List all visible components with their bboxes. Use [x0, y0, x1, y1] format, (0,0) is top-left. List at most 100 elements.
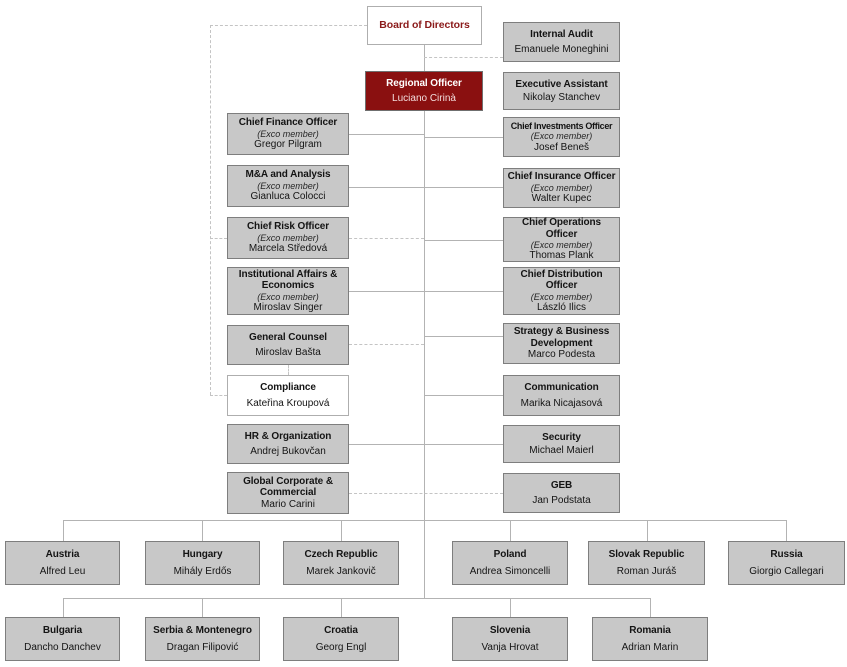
box-person-name: Michael Maierl	[529, 444, 594, 456]
connector-board-to-regional	[424, 45, 425, 71]
org-box-institutional-affairs-economics: Institutional Affairs & Economics (Exco …	[227, 267, 349, 315]
box-person-name: Alfred Leu	[39, 565, 86, 577]
org-box-romania: Romania Adrian Marin	[592, 617, 708, 661]
connector-central-spine	[424, 111, 425, 598]
box-exco-label: (Exco member)	[257, 180, 319, 191]
connector-stub-serbia	[202, 598, 203, 617]
box-title: M&A and Analysis	[245, 169, 331, 181]
org-box-poland: Poland Andrea Simoncelli	[452, 541, 568, 585]
box-person-name: Thomas Plank	[529, 250, 594, 262]
connector-stub-romania	[650, 598, 651, 617]
box-title: GEB	[550, 480, 573, 491]
box-title: Romania	[629, 625, 671, 636]
box-person-name: Miroslav Singer	[253, 301, 323, 313]
box-title: Russia	[770, 549, 803, 560]
box-title: Board of Directors	[379, 19, 470, 32]
box-person-name: Mario Carini	[261, 498, 315, 510]
box-title: Hungary	[182, 549, 223, 560]
box-person-name: Dragan Filipović	[166, 641, 239, 653]
connector-finance	[349, 134, 424, 135]
box-title: Bulgaria	[42, 625, 83, 636]
box-person-name: Miroslav Bašta	[255, 346, 321, 358]
box-person-name: Marco Podesta	[527, 349, 596, 361]
box-exco-label: (Exco member)	[257, 128, 319, 139]
connector-stub-slovak	[647, 520, 648, 541]
connector-hr-security	[349, 444, 503, 445]
connector-dashed-internal-audit	[424, 57, 503, 58]
org-box-chief-risk-officer: Chief Risk Officer (Exco member) Marcela…	[227, 217, 349, 259]
box-person-name: Dancho Danchev	[24, 641, 101, 653]
connector-stub-poland	[510, 520, 511, 541]
connector-dashed-counsel	[349, 344, 424, 345]
box-title: Croatia	[324, 625, 358, 636]
connector-stub-croatia	[341, 598, 342, 617]
box-person-name: Gregor Pilgram	[254, 139, 322, 151]
org-box-serbia-montenegro: Serbia & Montenegro Dragan Filipović	[145, 617, 260, 661]
box-person-name: Josef Beneš	[533, 141, 590, 153]
box-exco-label: (Exco member)	[257, 232, 319, 243]
org-box-internal-audit: Internal Audit Emanuele Moneghini	[503, 22, 620, 62]
org-box-slovenia: Slovenia Vanja Hrovat	[452, 617, 568, 661]
org-box-russia: Russia Giorgio Callegari	[728, 541, 845, 585]
connector-dashed-left-rail	[210, 25, 211, 395]
connector-operations	[424, 240, 503, 241]
org-box-hr-organization: HR & Organization Andrej Bukovčan	[227, 424, 349, 464]
connector-dashed-counsel-compliance	[288, 365, 289, 375]
org-box-chief-insurance-officer: Chief Insurance Officer (Exco member) Wa…	[503, 168, 620, 208]
box-person-name: Marika Nicajasová	[520, 397, 603, 409]
box-person-name: Giorgio Callegari	[749, 565, 824, 577]
box-title: Slovenia	[489, 625, 531, 636]
org-box-global-corporate-commercial: Global Corporate & Commercial Mario Cari…	[227, 472, 349, 514]
connector-dashed-compliance-stub	[210, 395, 227, 396]
box-exco-label: (Exco member)	[530, 240, 593, 251]
box-person-name: Jan Podstata	[532, 494, 591, 506]
connector-stub-russia	[786, 520, 787, 541]
box-title: Chief Finance Officer	[238, 117, 338, 129]
box-person-name: Emanuele Moneghini	[514, 43, 609, 55]
connector-dashed-risk	[349, 238, 424, 239]
box-title: Chief Insurance Officer	[507, 171, 616, 183]
org-box-compliance: Compliance Kateřina Kroupová	[227, 375, 349, 416]
connector-dashed-risk-stub	[210, 238, 227, 239]
connector-countries-row2-bus	[63, 598, 650, 599]
org-box-slovak-republic: Slovak Republic Roman Juráš	[588, 541, 705, 585]
connector-dashed-board-left	[210, 25, 367, 26]
box-title: Strategy & Business Development	[513, 326, 610, 349]
box-title: Institutional Affairs & Economics	[238, 268, 338, 292]
box-title: Communication	[524, 382, 599, 393]
box-person-name: Walter Kupec	[531, 193, 592, 205]
box-title: Czech Republic	[304, 549, 378, 560]
org-box-austria: Austria Alfred Leu	[5, 541, 120, 585]
box-title: Poland	[493, 549, 527, 560]
box-title: Serbia & Montenegro	[153, 625, 252, 636]
box-person-name: Georg Engl	[315, 641, 367, 653]
box-title: Global Corporate & Commercial	[243, 475, 333, 499]
box-title: Chief Distribution Officer	[520, 268, 603, 292]
box-person-name: Marek Jankovič	[306, 565, 376, 577]
box-exco-label: (Exco member)	[530, 182, 593, 193]
box-title: Chief Investments Officer	[510, 120, 613, 131]
box-person-name: Marcela Středová	[248, 243, 328, 255]
connector-stub-czech	[341, 520, 342, 541]
connector-investments	[424, 137, 503, 138]
connector-countries-row1-bus	[63, 520, 786, 521]
org-box-chief-investments-officer: Chief Investments Officer (Exco member) …	[503, 117, 620, 157]
box-title: Regional Officer	[386, 78, 462, 89]
connector-institutional-distribution	[349, 291, 503, 292]
org-box-croatia: Croatia Georg Engl	[283, 617, 399, 661]
org-box-hungary: Hungary Mihály Erdős	[145, 541, 260, 585]
box-person-name: Mihály Erdős	[173, 565, 232, 577]
box-title: General Counsel	[249, 332, 327, 343]
box-person-name: Adrian Marin	[621, 641, 679, 653]
box-person-name: Nikolay Stanchev	[522, 91, 601, 103]
box-title: Chief Operations Officer	[522, 217, 601, 240]
connector-ma-insurance	[349, 187, 503, 188]
connector-strategy	[424, 336, 503, 337]
connector-stub-hungary	[202, 520, 203, 541]
connector-stub-bulgaria	[63, 598, 64, 617]
box-person-name: Kateřina Kroupová	[246, 397, 330, 409]
box-person-name: Gianluca Colocci	[250, 191, 326, 203]
org-box-security: Security Michael Maierl	[503, 425, 620, 463]
box-person-name: Roman Juráš	[616, 565, 677, 577]
box-exco-label: (Exco member)	[530, 291, 593, 302]
